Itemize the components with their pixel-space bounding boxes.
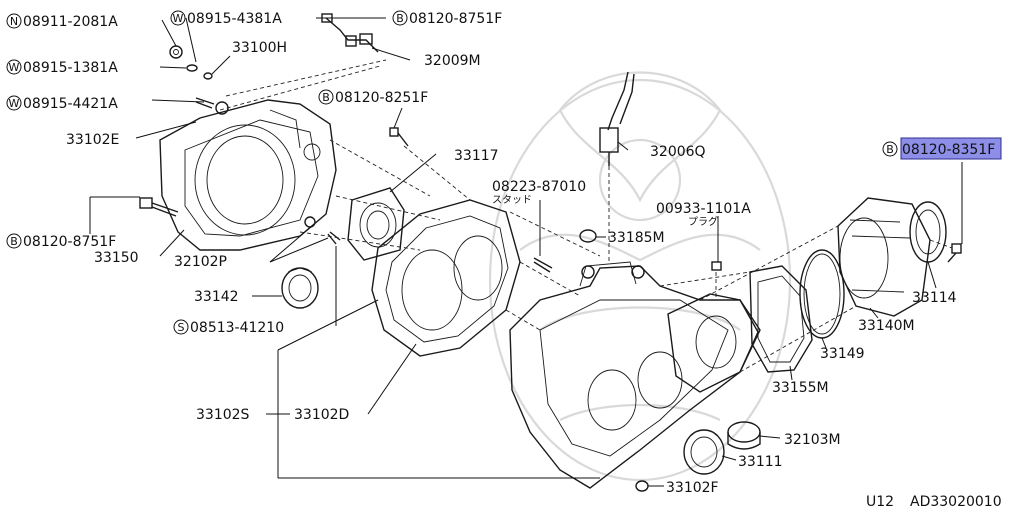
label-08120-8751f-left: 08120-8751F (23, 234, 116, 250)
label-33111: 33111 (738, 454, 783, 470)
callout-08223-87010[interactable]: 08223-87010 スタッド (492, 179, 586, 206)
callout-08120-8251f[interactable]: B 08120-8251F (318, 89, 428, 106)
callout-33111[interactable]: 33111 (738, 454, 783, 470)
rear-case-part (667, 293, 759, 393)
prefix-b: B (886, 143, 894, 156)
label-33102f: 33102F (666, 480, 719, 496)
prefix-s: S (178, 321, 185, 334)
bushing-33102f-part (635, 480, 649, 492)
bolt-left-part (139, 197, 179, 217)
assembly-dashed-lines (219, 59, 953, 373)
stud-part (533, 257, 553, 273)
callout-33102e[interactable]: 33102E (66, 132, 119, 148)
label-33142: 33142 (194, 289, 239, 305)
gasket-33102d-part (371, 199, 521, 357)
sensor-32006q-part (599, 71, 635, 166)
callout-33102d[interactable]: 33102D (294, 407, 349, 423)
label-33117: 33117 (454, 148, 499, 164)
callout-08120-8351f[interactable]: B 08120-8351F (882, 141, 995, 158)
label-08915-1381a: 08915-1381A (23, 60, 118, 76)
bolt-8351f-part (947, 243, 962, 263)
callout-33185m[interactable]: 33185M (608, 230, 665, 246)
callout-08513-41210[interactable]: S 08513-41210 (173, 319, 284, 336)
label-33150: 33150 (94, 250, 139, 266)
callout-32009m[interactable]: 32009M (424, 53, 481, 69)
callout-33155m[interactable]: 33155M (772, 380, 829, 396)
label-stud: スタッド (492, 194, 532, 206)
page-code: U12 (866, 494, 894, 510)
leader-lines (89, 17, 963, 487)
label-08120-8251f: 08120-8251F (335, 90, 428, 106)
oil-seal-33111-part (683, 429, 725, 475)
seal-plate-33117 (347, 187, 405, 261)
label-33102s: 33102S (196, 407, 250, 423)
callout-08120-8751f-top[interactable]: B 08120-8751F (392, 10, 502, 27)
label-33140m: 33140M (858, 318, 915, 334)
oil-seal-33142-part (281, 267, 319, 309)
gasket-33155m-part (749, 265, 813, 373)
callout-33150[interactable]: 33150 (94, 250, 139, 266)
label-33155m: 33155M (772, 380, 829, 396)
label-33185m: 33185M (608, 230, 665, 246)
callout-00933-1101a[interactable]: 00933-1101A プラグ (656, 201, 751, 228)
figure-code: AD33020010 (910, 494, 1002, 510)
washer-32102p-part (304, 216, 341, 245)
callout-08915-4381a[interactable]: W 08915-4381A (170, 10, 282, 27)
callout-33149[interactable]: 33149 (820, 346, 865, 362)
callout-32006q[interactable]: 32006Q (650, 144, 706, 160)
extension-33140m-part (837, 197, 931, 317)
prefix-b: B (10, 235, 18, 248)
prefix-n: N (10, 15, 18, 28)
prefix-w: W (9, 61, 20, 74)
callout-33100h[interactable]: 33100H (232, 40, 287, 56)
callout-08915-4421a[interactable]: W 08915-4421A (6, 95, 118, 112)
callout-08911-2081a[interactable]: N 08911-2081A (6, 13, 118, 30)
bolt-8251f-part (389, 127, 409, 147)
label-32009m: 32009M (424, 53, 481, 69)
label-33102e: 33102E (66, 132, 119, 148)
prefix-b: B (396, 12, 404, 25)
cap-32103m-part (727, 421, 761, 450)
label-08915-4381a: 08915-4381A (187, 11, 282, 27)
callout-33117[interactable]: 33117 (454, 148, 499, 164)
callout-32102p[interactable]: 32102P (174, 254, 227, 270)
callout-08915-1381a[interactable]: W 08915-1381A (6, 59, 118, 76)
label-08911-2081a: 08911-2081A (23, 14, 118, 30)
label-plug: プラグ (688, 215, 718, 228)
callout-32103m[interactable]: 32103M (784, 432, 841, 448)
breather-hose-part (321, 13, 379, 53)
nut-33185m-part (579, 229, 597, 243)
prefix-w: W (173, 12, 184, 25)
label-08120-8751f-top: 08120-8751F (409, 11, 502, 27)
small-fasteners-top-left (169, 45, 229, 115)
callout-33102f[interactable]: 33102F (666, 480, 719, 496)
label-33149: 33149 (820, 346, 865, 362)
label-32006q: 32006Q (650, 144, 706, 160)
prefix-w: W (9, 97, 20, 110)
callout-33140m[interactable]: 33140M (858, 318, 915, 334)
label-33114: 33114 (912, 290, 957, 306)
label-33100h: 33100H (232, 40, 287, 56)
label-08120-8351f: 08120-8351F (902, 142, 995, 158)
callout-33114[interactable]: 33114 (912, 290, 957, 306)
callout-33142[interactable]: 33142 (194, 289, 239, 305)
highlight-selected-part (900, 137, 1002, 160)
label-32102p: 32102P (174, 254, 227, 270)
prefix-b: B (322, 91, 330, 104)
callout-33102s[interactable]: 33102S (196, 407, 250, 423)
callout-08120-8751f-left[interactable]: B 08120-8751F (6, 233, 116, 250)
label-00933-1101a: 00933-1101A (656, 201, 751, 217)
label-08915-4421a: 08915-4421A (23, 96, 118, 112)
label-08223-87010: 08223-87010 (492, 179, 586, 195)
label-08513-41210: 08513-41210 (190, 320, 284, 336)
label-32103m: 32103M (784, 432, 841, 448)
plug-part (711, 261, 722, 271)
label-33102d: 33102D (294, 407, 349, 423)
adapter-housing-part (159, 99, 337, 251)
